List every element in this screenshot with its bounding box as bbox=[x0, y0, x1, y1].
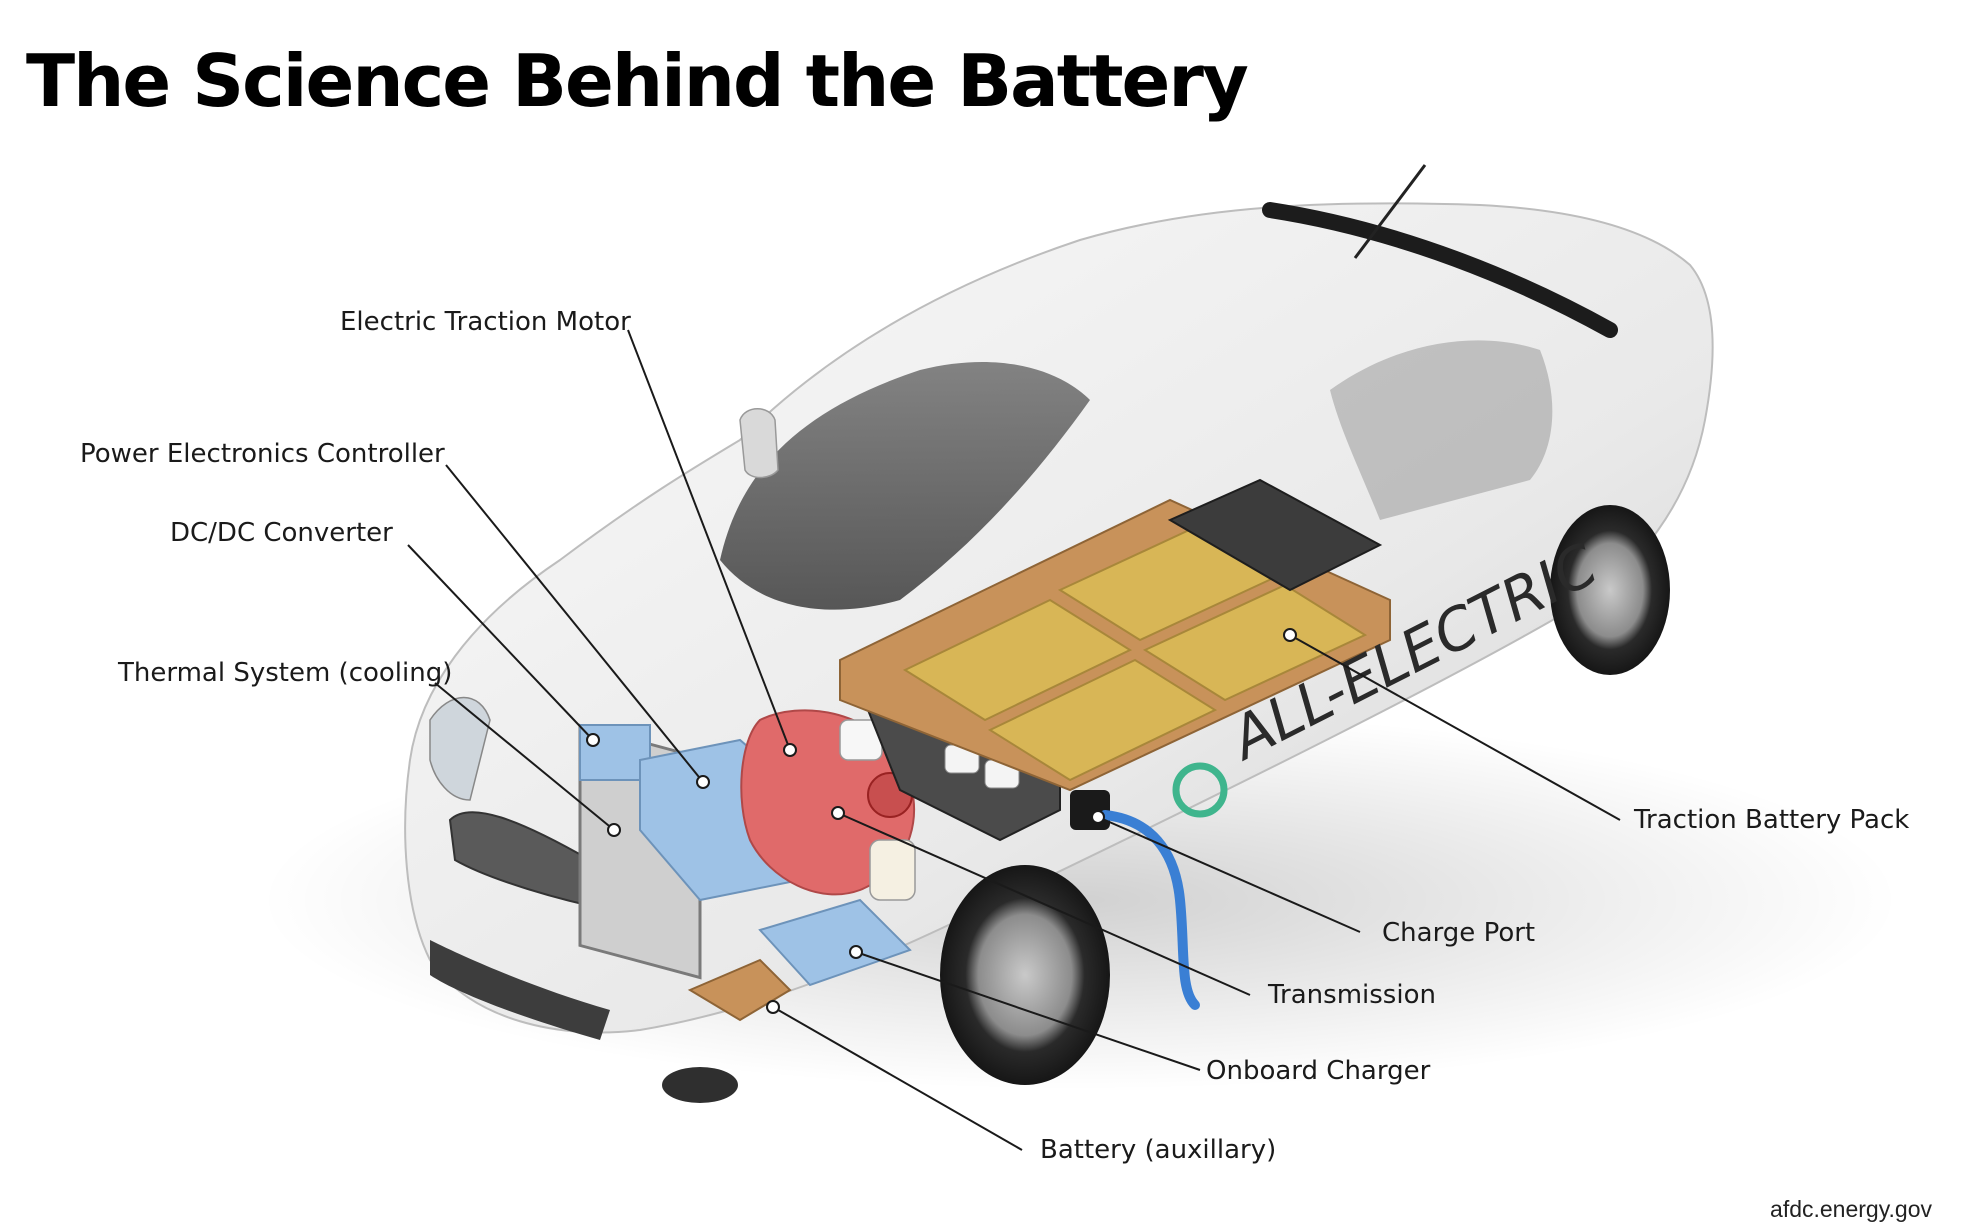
label-traction-battery-pack: Traction Battery Pack bbox=[1634, 805, 1910, 835]
battery-dark-modules bbox=[1167, 478, 1383, 592]
fog-light bbox=[662, 1067, 738, 1103]
dot-power-electronics bbox=[696, 775, 710, 789]
charge-port-socket bbox=[1070, 790, 1110, 830]
leader-dots bbox=[586, 628, 1297, 1014]
label-dc-dc-converter: DC/DC Converter bbox=[170, 518, 393, 548]
roof-edge bbox=[1262, 202, 1618, 338]
label-onboard-charger: Onboard Charger bbox=[1206, 1056, 1431, 1086]
leader-line-aux-battery bbox=[772, 1006, 1023, 1151]
windshield bbox=[720, 361, 1090, 610]
label-charge-port: Charge Port bbox=[1382, 918, 1536, 948]
battery-module-2 bbox=[987, 658, 1218, 782]
leader-line-transmission bbox=[837, 812, 1251, 996]
label-thermal-system: Thermal System (cooling) bbox=[118, 658, 453, 688]
charge-cable bbox=[1100, 810, 1200, 1010]
leader-line-charge-port bbox=[1097, 816, 1361, 933]
dot-aux-battery bbox=[766, 1000, 780, 1014]
dot-traction-motor bbox=[783, 743, 797, 757]
dot-thermal bbox=[607, 823, 621, 837]
label-transmission: Transmission bbox=[1268, 980, 1436, 1010]
leader-line-thermal bbox=[434, 682, 615, 831]
leader-lines bbox=[407, 329, 1621, 1151]
auxiliary-battery-block bbox=[687, 958, 792, 1022]
leader-line-onboard-charger bbox=[855, 951, 1201, 1071]
front-wheel bbox=[940, 865, 1110, 1085]
dot-dc-dc bbox=[586, 733, 600, 747]
page-title: The Science Behind the Battery bbox=[26, 39, 1249, 123]
battery-cells bbox=[902, 478, 1383, 782]
battery-module-4 bbox=[1142, 583, 1368, 702]
battery-module-1 bbox=[902, 598, 1133, 722]
side-window bbox=[1330, 340, 1553, 520]
source-credit: afdc.energy.gov bbox=[1770, 1196, 1932, 1222]
lower-grille bbox=[430, 940, 610, 1040]
car-illustration bbox=[404, 164, 1714, 1103]
leader-line-traction-battery bbox=[1289, 634, 1621, 821]
onboard-charger-block bbox=[758, 898, 912, 987]
dot-onboard-charger bbox=[849, 945, 863, 959]
leader-line-dc-dc bbox=[407, 544, 594, 741]
antenna bbox=[1353, 164, 1427, 259]
dot-transmission bbox=[831, 806, 845, 820]
leader-line-traction-motor bbox=[627, 329, 791, 751]
leader-line-power-electronics bbox=[445, 464, 704, 783]
coolant-reservoir-2 bbox=[869, 839, 916, 901]
headlight bbox=[429, 696, 491, 801]
dot-charge-port bbox=[1091, 810, 1105, 824]
brand-logo-ring bbox=[1172, 762, 1228, 818]
side-mirror bbox=[739, 408, 779, 479]
dot-traction-battery bbox=[1283, 628, 1297, 642]
label-battery-auxiliary: Battery (auxillary) bbox=[1040, 1135, 1277, 1165]
rear-wheel bbox=[1550, 505, 1670, 675]
label-electric-traction-motor: Electric Traction Motor bbox=[340, 307, 631, 337]
label-power-electronics-controller: Power Electronics Controller bbox=[80, 439, 445, 469]
